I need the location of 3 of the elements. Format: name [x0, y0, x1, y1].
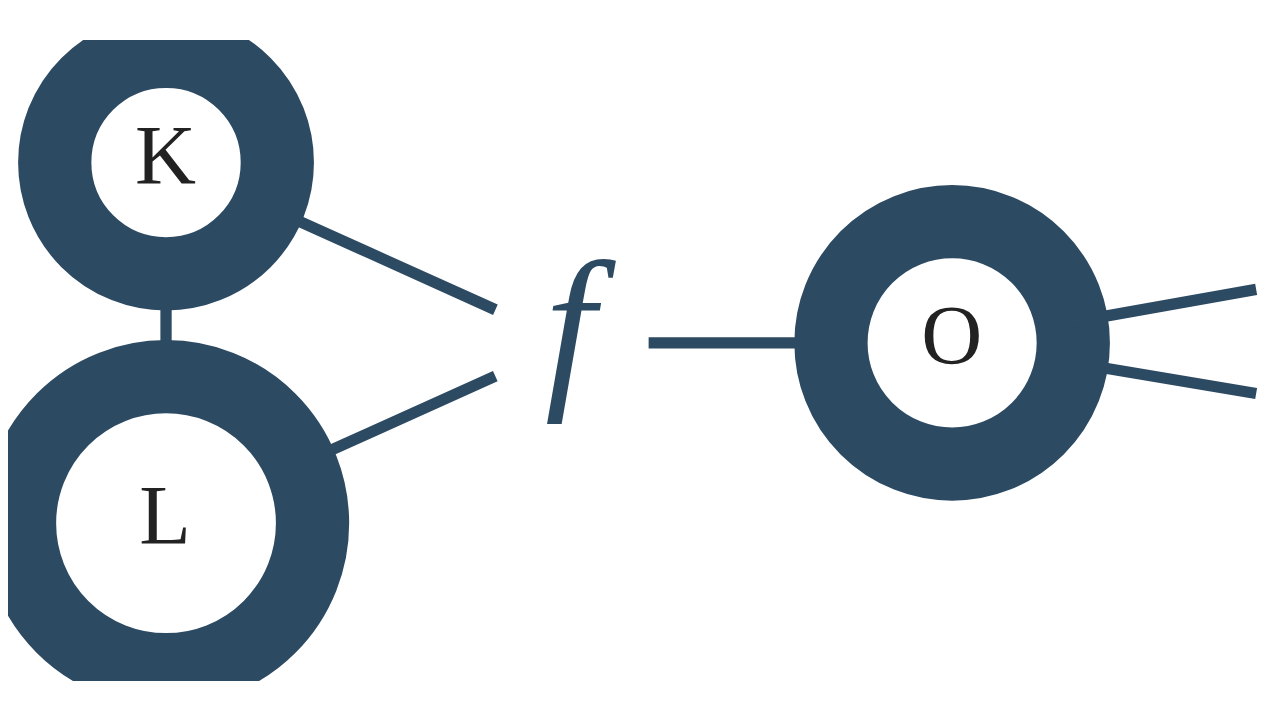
node-circle: O: [794, 184, 1110, 501]
node-circle: K: [18, 39, 314, 310]
node-circle: L: [8, 339, 350, 681]
